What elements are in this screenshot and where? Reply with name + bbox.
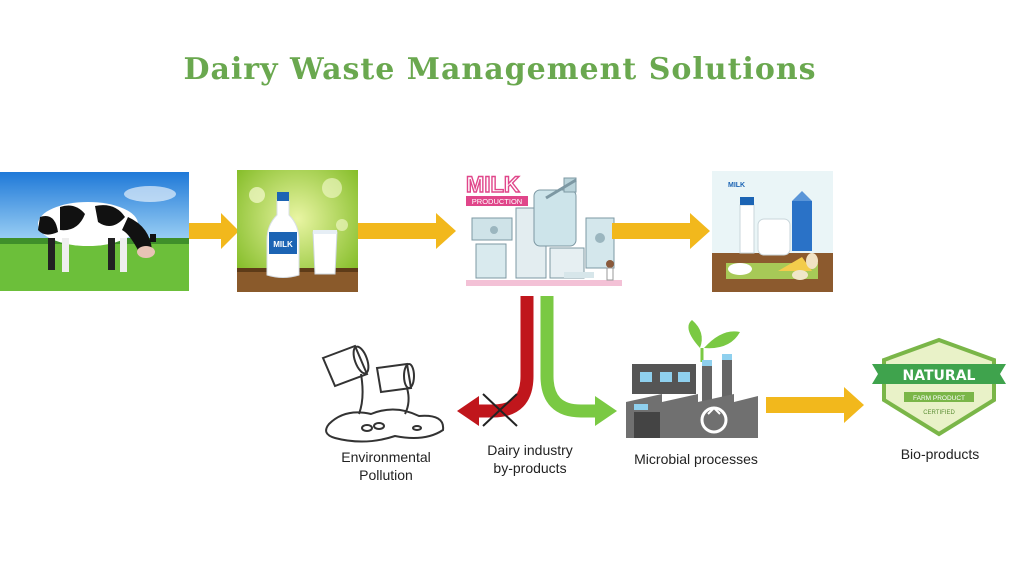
cow-photo xyxy=(0,172,189,291)
badge-line2: CERTIFIED xyxy=(923,410,955,416)
byproducts-label: Dairy industry by-products xyxy=(470,441,590,477)
flow-arrow-3 xyxy=(612,213,710,249)
pollution-label: Environmental Pollution xyxy=(316,448,456,484)
badge-line1: FARM PRODUCT xyxy=(913,395,965,402)
page-title: Dairy Waste Management Solutions xyxy=(183,52,817,87)
flow-arrow-1 xyxy=(189,213,239,249)
milk-bottle-photo: MILK xyxy=(237,170,358,292)
natural-badge-icon: NATURAL FARM PRODUCT CERTIFIED xyxy=(864,334,1014,440)
factory-icon xyxy=(622,318,762,443)
byproducts-label-line2: by-products xyxy=(493,460,567,476)
microbial-label: Microbial processes xyxy=(634,451,758,467)
badge-banner: NATURAL xyxy=(903,368,976,384)
production-sign-subtitle: PRODUCTION xyxy=(472,197,522,206)
production-sign-title: MILK xyxy=(466,172,520,197)
bottle-label: MILK xyxy=(273,240,293,249)
svg-text:MILK: MILK xyxy=(728,182,745,189)
bioproducts-label: Bio-products xyxy=(900,446,980,462)
pollution-icon xyxy=(315,338,465,446)
milk-production-illustration: MILK PRODUCTION xyxy=(464,168,624,290)
dairy-products-photo: MILK xyxy=(712,171,833,292)
branch-arrows xyxy=(457,296,617,427)
flow-arrow-4 xyxy=(766,387,864,423)
byproducts-label-line1: Dairy industry xyxy=(487,442,573,458)
pollution-label-line2: Pollution xyxy=(359,467,413,483)
pollution-label-line1: Environmental xyxy=(341,449,431,465)
flow-arrow-2 xyxy=(358,213,456,249)
